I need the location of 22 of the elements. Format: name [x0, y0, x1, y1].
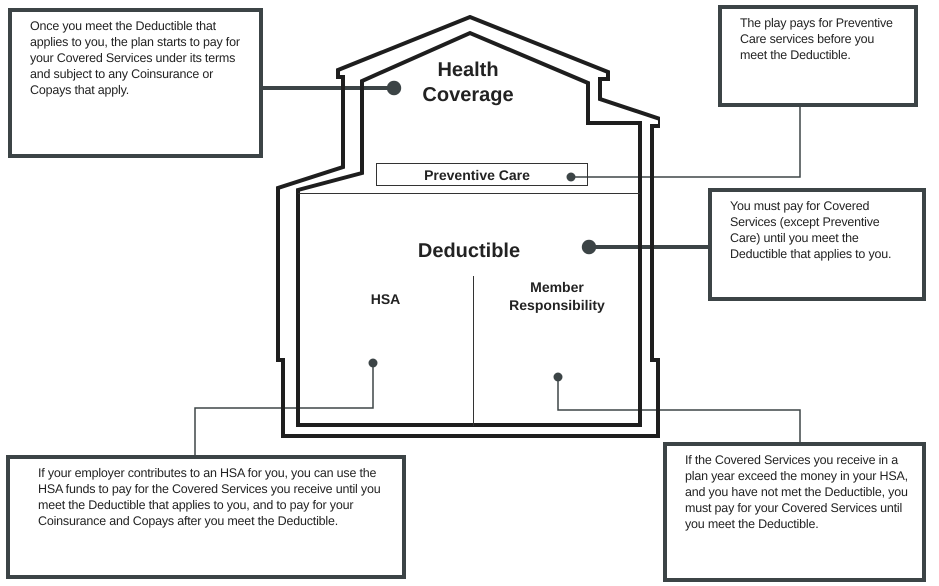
section-area — [298, 193, 640, 425]
callout-box — [718, 5, 918, 107]
callout-text: Once you meet the Deductible that applies to you, the plan starts to pay for your Covered Services under its terms and subject to any Coinsurance or Copays that apply. — [30, 18, 241, 98]
text-box — [376, 163, 588, 186]
callout-text: The play pays for Preventive Care services before you meet the Deductible. — [740, 15, 894, 63]
leader-line — [194, 358, 378, 455]
callout-box — [8, 8, 263, 158]
callout-text: You must pay for Covered Services (except Preventive Care) until you meet the Deductible that applies to you. — [730, 198, 892, 262]
leader-line — [263, 80, 402, 96]
callout-text: If your employer contributes to an HSA for you, you can use the HSA funds to pay for the Covered Services you receive until you meet the Deductible that applies to you, and to pay for your Coinsurance and Copays after you meet the Deductible. — [38, 465, 382, 529]
callout-text: If the Covered Services you receive in a plan year exceed the money in your HSA, and you have not met the Deductible, you must pay for your Covered Services until you meet the Deductible. — [685, 452, 909, 532]
section-label: Preventive Care — [423, 166, 531, 184]
callout-box — [708, 188, 926, 301]
section-label: Member Responsibility — [508, 278, 606, 314]
callout-box — [6, 455, 406, 579]
leader-line — [566, 107, 801, 182]
section-label: HSA — [370, 290, 402, 308]
leader-line — [582, 240, 708, 254]
leader-line — [554, 372, 801, 442]
section-label: Deductible — [416, 239, 522, 263]
callout-box — [663, 442, 926, 582]
heading: Health Coverage — [421, 58, 515, 108]
